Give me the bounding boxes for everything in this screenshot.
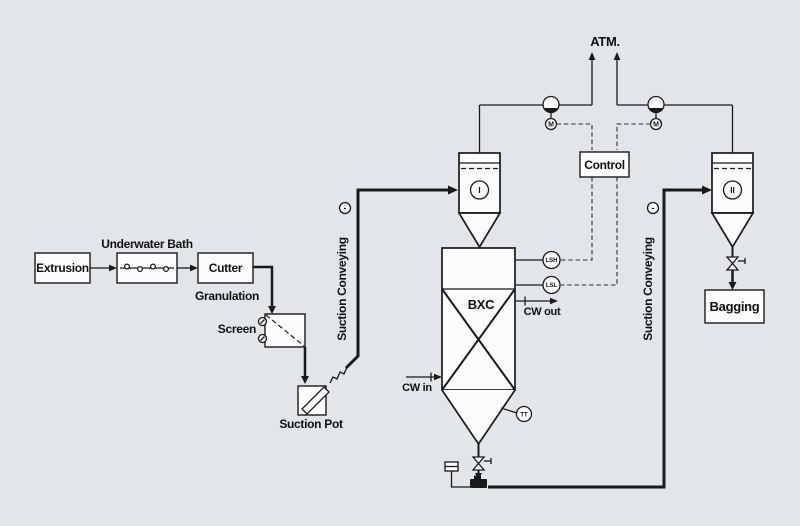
- svg-text:M: M: [548, 122, 554, 129]
- discharge-valve-icon: [471, 456, 492, 471]
- vacuum-gauge-right-label: -: [652, 203, 655, 213]
- control-label: Control: [584, 158, 625, 172]
- cutter-label: Cutter: [209, 261, 243, 275]
- bxc-body: [441, 247, 516, 391]
- suction-pot-nozzle-icon: [301, 386, 330, 415]
- suction-conveying-left-label: Suction Conveying: [335, 237, 349, 341]
- screen-unit: Screen: [218, 313, 306, 348]
- vent-piping: ATM.: [478, 34, 734, 153]
- screen-label: Screen: [218, 322, 256, 336]
- bxc-vessel: BXC: [441, 247, 516, 446]
- bagging-valve-icon: [725, 256, 746, 271]
- underwater-bath-label: Underwater Bath: [101, 237, 193, 251]
- vacuum-gauge-left-label: -: [344, 203, 347, 213]
- flexible-hose-icon: [329, 366, 348, 384]
- suction-pot-label: Suction Pot: [279, 417, 343, 431]
- bagging-box: [704, 289, 765, 324]
- atm-label: ATM.: [590, 34, 620, 49]
- svg-text:II: II: [730, 186, 734, 195]
- pipe-extrusion-to-bath: [90, 264, 117, 272]
- cyclone-2-cone: [710, 212, 755, 249]
- cutter-unit: Cutter Granulation: [195, 252, 259, 303]
- suction-pot-unit: Suction Pot: [279, 366, 348, 431]
- rotary-valve-icon: [470, 475, 487, 488]
- lsl-instrument: LSL: [516, 275, 561, 295]
- pipe-cutter-to-screen: [253, 265, 276, 314]
- conveying-line-left: - Suction Conveying: [335, 185, 458, 370]
- pipe-screen-to-pot: [301, 347, 309, 384]
- extrusion-unit: Extrusion: [34, 252, 91, 284]
- svg-text:I: I: [478, 186, 480, 195]
- cyclone-1-tag: [469, 180, 490, 200]
- granulation-label: Granulation: [195, 289, 259, 303]
- cyclone-2: II: [710, 152, 755, 249]
- extrusion-box: [34, 252, 91, 284]
- junction-box-icon: [444, 461, 470, 488]
- cw-out-line: CW out: [516, 296, 561, 318]
- tt-instrument: TT: [500, 405, 533, 423]
- svg-text:LSH: LSH: [546, 258, 558, 264]
- vacuum-gauge-right-icon: [646, 201, 660, 215]
- underwater-bath-unit: Underwater Bath: [101, 237, 193, 284]
- control-unit: Control: [579, 151, 630, 178]
- svg-text:LSL: LSL: [546, 283, 558, 289]
- bagging-label: Bagging: [710, 299, 760, 314]
- svg-text:M: M: [653, 122, 659, 129]
- blower-right: M: [647, 95, 665, 131]
- blower-left: M: [542, 95, 560, 131]
- control-box: [579, 151, 630, 178]
- cw-in-label: CW in: [402, 382, 432, 394]
- suction-conveying-right-label: Suction Conveying: [641, 237, 655, 341]
- cw-out-label: CW out: [524, 306, 561, 318]
- pellet-strand-icon: [120, 263, 174, 273]
- conveying-line-right: - Suction Conveying: [488, 185, 712, 489]
- cyclone-1: I: [457, 152, 502, 249]
- svg-text:TT: TT: [520, 412, 528, 418]
- bxc-label: BXC: [468, 297, 495, 312]
- screen-deck-line: [265, 314, 305, 347]
- cyclone-1-cone: [457, 212, 502, 249]
- bxc-cone: [441, 389, 516, 446]
- extrusion-label: Extrusion: [36, 261, 89, 275]
- cw-in-line: CW in: [402, 372, 442, 394]
- bxc-discharge: [444, 444, 492, 488]
- pipe-bath-to-cutter: [177, 264, 198, 272]
- bagging-unit: Bagging: [704, 289, 765, 324]
- bagging-feed: [725, 247, 746, 290]
- cyclone-2-tag: [722, 180, 743, 200]
- lsh-instrument: LSH: [516, 250, 561, 270]
- control-signal-lines: [556, 123, 651, 286]
- vacuum-gauge-left-icon: [338, 201, 352, 215]
- cutter-box: [197, 252, 254, 284]
